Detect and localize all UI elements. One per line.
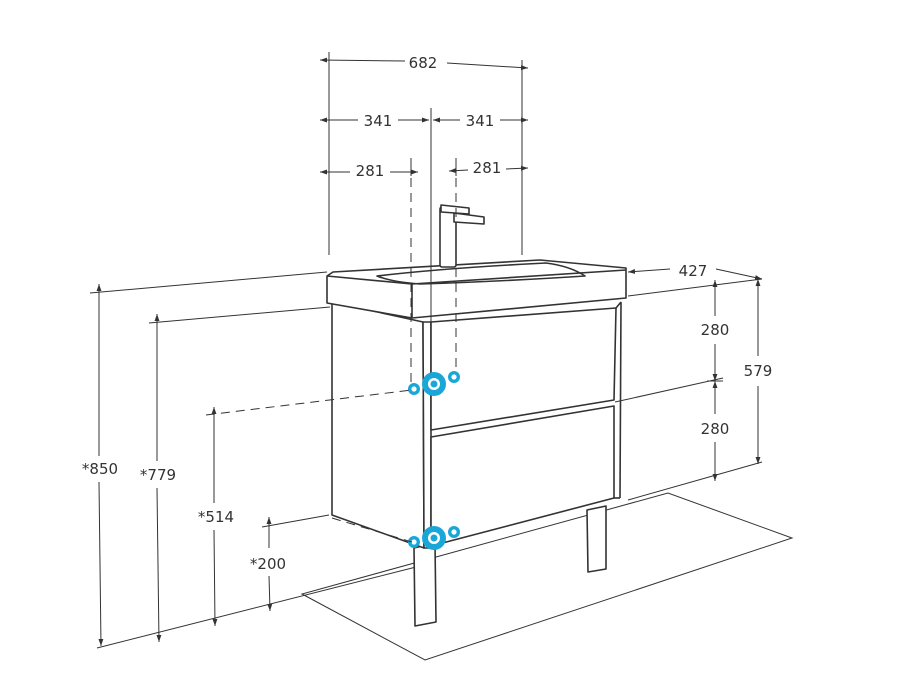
cabinet-front-edge [422,321,432,549]
dim-341-left-label: 341 [364,112,393,130]
water-outlet-icon [448,526,460,538]
front-leg [413,542,437,627]
total-height-dimension-850: *850 [82,284,118,647]
dim-281-right-label: 281 [473,159,502,177]
cabinet-side-panel [331,301,425,549]
water-outlet-icon [422,526,446,550]
outlets [408,371,460,550]
dim-779-label: *779 [140,466,176,484]
width-dimension-341: 341 341 [320,108,528,322]
dim-427-label: 427 [679,262,708,280]
drain-height-dimension-779: *779 [140,306,331,643]
dim-341-right-label: 341 [466,112,495,130]
body-height-dimension-579: 579 [744,279,773,464]
lower-outlet-height-dimension-200: *200 [250,514,413,612]
dim-682-label: 682 [409,54,438,72]
dim-200-label: *200 [250,555,286,573]
water-outlet-icon [448,371,460,383]
water-outlet-icon [408,383,420,395]
reference-dashes [410,178,457,385]
dim-281-left-label: 281 [356,162,385,180]
water-outlet-icon [408,536,420,548]
depth-dimension-427: 427 [627,262,763,280]
water-outlet-icon [422,372,446,396]
vanity-cabinet [326,204,627,627]
floor-outline [89,271,794,661]
dim-514-label: *514 [198,508,234,526]
dim-280-lower-label: 280 [701,420,730,438]
drawer-dimensions: 280 280 [614,280,730,481]
rear-leg [586,505,607,573]
basin-top [326,259,627,319]
upper-outlet-height-dimension-514: *514 [198,389,413,627]
faucet [439,204,485,268]
width-dimension-281: 281 281 [320,158,529,180]
dim-579-label: 579 [744,362,773,380]
width-dimension-682: 682 [319,52,529,255]
basin-bowl [376,262,586,285]
dim-850-label: *850 [82,460,118,478]
dim-280-upper-label: 280 [701,321,730,339]
